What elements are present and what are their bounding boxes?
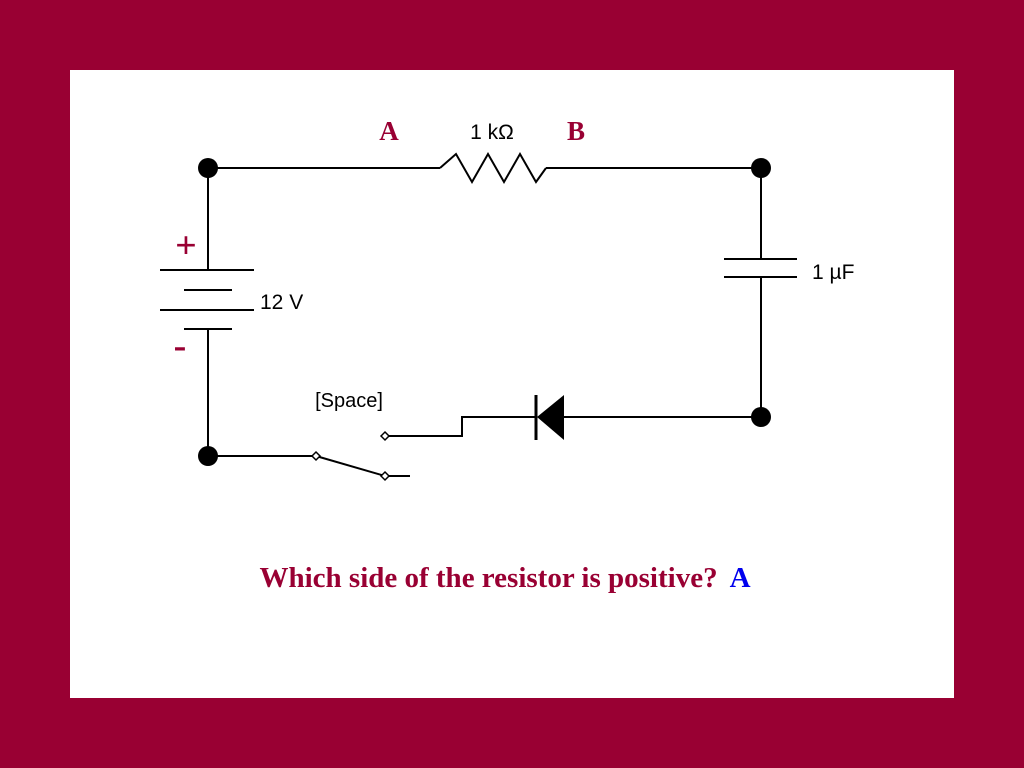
node-a-label: A [379,116,399,146]
switch-contact-top [379,430,391,442]
question-text: Which side of the resistor is positive? [259,562,718,594]
question-line: Which side of the resistor is positive? A [0,562,1010,595]
resistor-symbol [439,151,547,185]
resistor-label: 1 kΩ [470,121,514,144]
capacitor-label: 1 µF [812,261,854,284]
battery-label: 12 V [260,291,303,314]
battery-plus-label: + [175,225,197,267]
switch-contact-pivot [310,450,322,462]
node-bottom-right [751,407,771,427]
switch-to-diode-wire [385,416,536,437]
switch-blade [315,455,386,477]
node-top-left [198,158,218,178]
answer-text: A [729,562,751,594]
node-bottom-left [198,446,218,466]
diode-triangle [537,395,564,440]
node-b-label: B [567,116,585,146]
switch-contact-bottom [379,470,391,482]
content-panel [70,70,954,698]
node-top-right [751,158,771,178]
battery-minus-label: - [174,325,187,367]
switch-key-label: [Space] [315,390,383,412]
